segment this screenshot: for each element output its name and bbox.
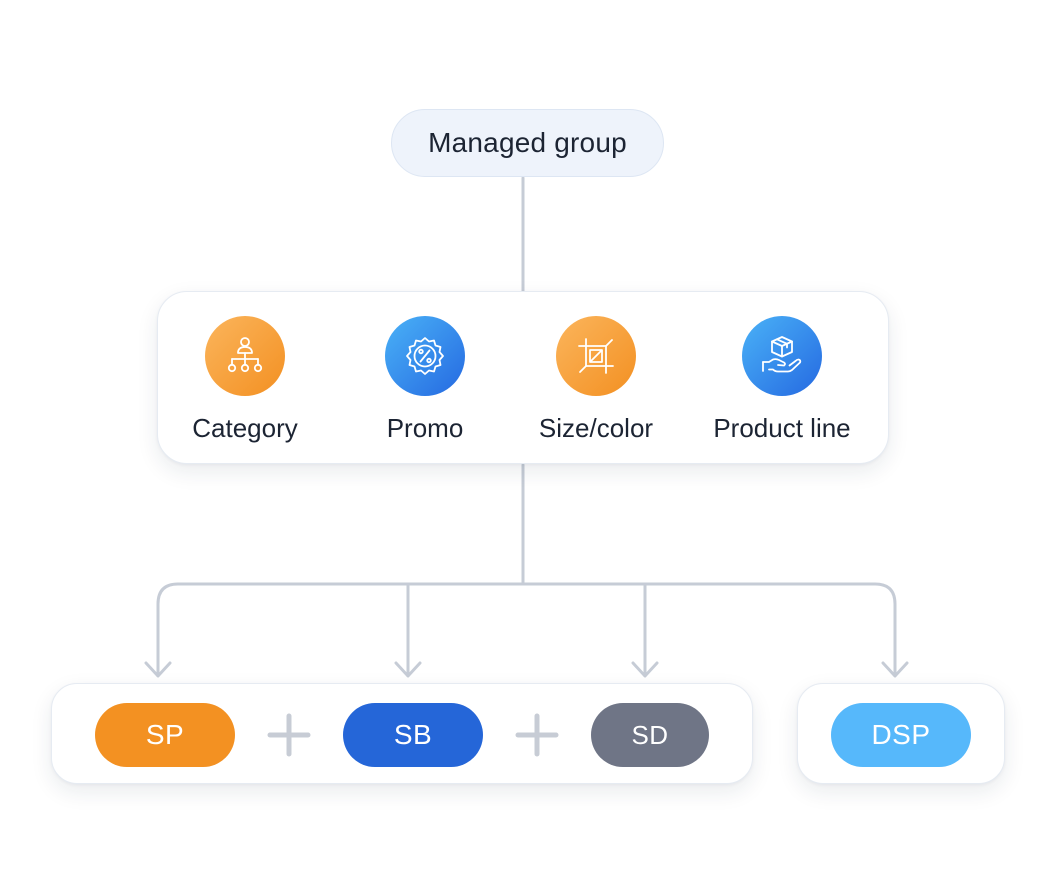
channel-label-sd: SD (631, 719, 669, 750)
managed-group-label: Managed group (428, 127, 627, 158)
criteria-item-promo: Promo (330, 316, 520, 444)
channel-pill-sb: SB (343, 703, 483, 767)
channel-pill-sd: SD (591, 703, 709, 767)
channel-pill-dsp: DSP (831, 703, 971, 767)
channel-label-dsp: DSP (871, 719, 931, 750)
arrowhead-sp (144, 661, 172, 678)
criteria-item-size-color: Size/color (501, 316, 691, 444)
channel-card-sp-sb-sd: SP SB SD (51, 683, 753, 784)
channel-pill-sp: SP (95, 703, 235, 767)
channel-label-sp: SP (145, 719, 185, 750)
channel-label-sb: SB (393, 719, 433, 750)
percent-badge-icon (385, 316, 465, 396)
arrowhead-dsp (881, 661, 909, 678)
managed-group-node: Managed group (391, 109, 664, 177)
grouping-criteria-card: Category Promo Size/color (157, 291, 889, 464)
criteria-label-size-color: Size/color (538, 413, 654, 443)
criteria-label-category: Category (192, 413, 298, 443)
connector-horizontal-branch (156, 582, 897, 677)
criteria-label-product-line: Product line (713, 413, 851, 443)
criteria-label-promo: Promo (386, 413, 464, 443)
plus-icon (515, 713, 559, 757)
arrowhead-sb (394, 661, 422, 678)
arrowhead-sd (631, 661, 659, 678)
criteria-item-product-line: Product line (687, 316, 877, 444)
channel-card-dsp: DSP (797, 683, 1005, 784)
criteria-item-category: Category (150, 316, 340, 444)
hand-box-icon (742, 316, 822, 396)
plus-icon (267, 713, 311, 757)
crop-icon (556, 316, 636, 396)
hierarchy-icon (205, 316, 285, 396)
